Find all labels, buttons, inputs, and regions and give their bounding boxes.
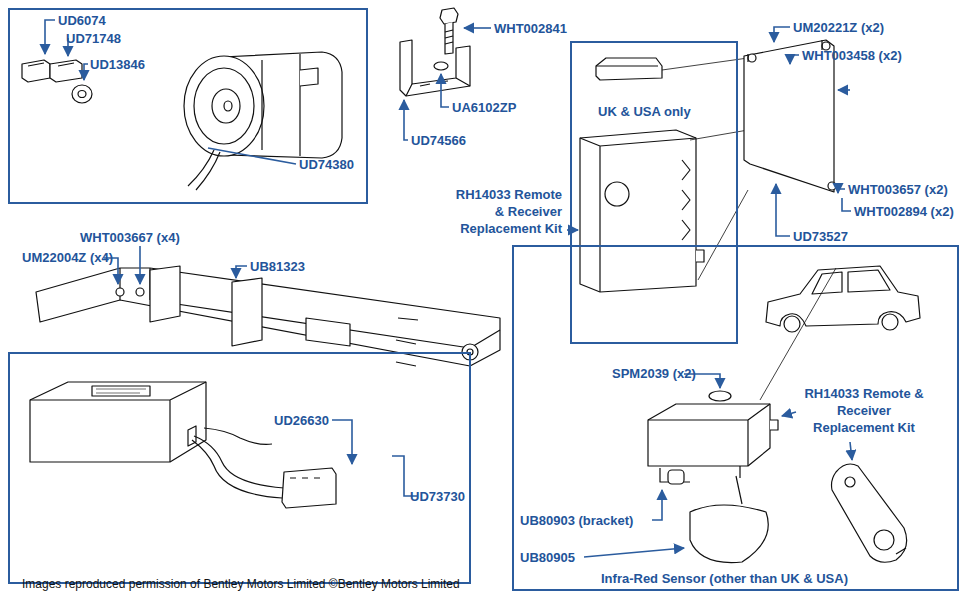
part-number: WHT002894 (x2) <box>854 203 954 220</box>
part-number: Infra-Red Sensor (other than UK & USA) <box>601 570 848 587</box>
part-number: WHT003458 (x2) <box>802 47 902 64</box>
diagram-panel: UD26630UD73730 <box>8 352 471 584</box>
part-number: UB81323 <box>250 258 305 275</box>
diagram-panel: UD6074UD71748UD13846UD74380 <box>8 8 368 204</box>
part-number: UB80905 <box>520 549 575 566</box>
part-number: UD73527 <box>793 228 848 245</box>
diagram-panel: SPM2039 (x2) RH14033 Remote & Receiver Re… <box>512 245 959 591</box>
part-number: UA6102ZP <box>452 99 516 116</box>
part-number: UD13846 <box>90 56 145 73</box>
part-number: UD73730 <box>410 488 465 505</box>
part-number: UD74566 <box>411 132 466 149</box>
copyright-caption: Images reproduced permission of Bentley … <box>22 577 460 592</box>
part-number: UD6074 <box>58 12 106 29</box>
part-number: UB80903 (bracket) <box>520 512 633 529</box>
part-number: UD26630 <box>274 412 329 429</box>
part-number: UM22004Z (x4) <box>22 249 113 266</box>
part-number: UK & USA only <box>598 103 691 120</box>
part-number: RH14033 Remote & Receiver Replacement Ki… <box>800 385 928 436</box>
part-number: WHT003667 (x4) <box>80 229 180 246</box>
part-number: WHT003657 (x2) <box>848 181 948 198</box>
part-number: SPM2039 (x2) <box>612 365 696 382</box>
part-number: UD71748 <box>66 30 121 47</box>
part-number: WHT002841 <box>494 20 567 37</box>
part-number: RH14033 Remote & Receiver Replacement Ki… <box>450 186 562 237</box>
part-number: UD74380 <box>299 156 354 173</box>
diagram-panel: UK & USA only <box>570 41 738 344</box>
part-number: UM20221Z (x2) <box>793 19 884 36</box>
